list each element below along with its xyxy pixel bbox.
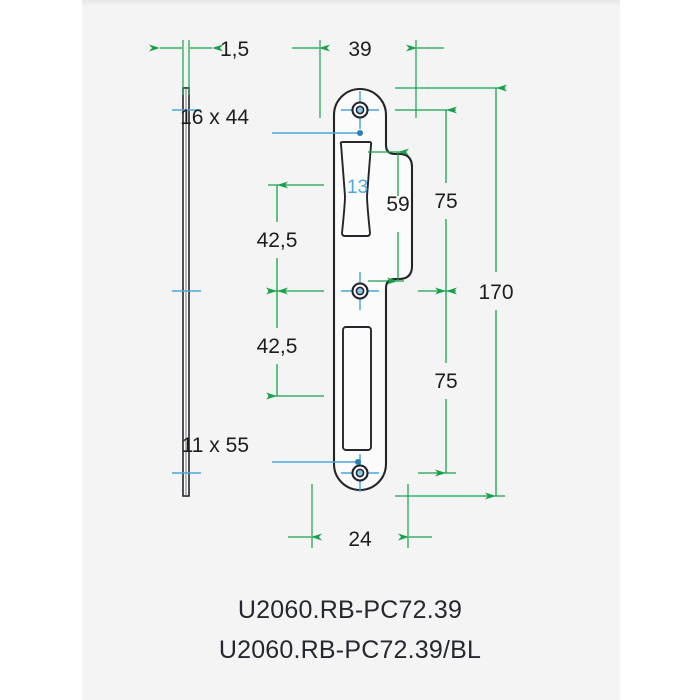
latch-window-dimension-59: 59	[368, 148, 410, 285]
screw-hole-middle	[341, 272, 379, 310]
latch-cutout-upper	[339, 141, 373, 237]
screw-hole-bottom	[341, 454, 379, 492]
thickness-dimension-label: 1,5	[220, 38, 249, 61]
screw-hole-top	[341, 91, 379, 129]
product-code-secondary: U2060.RB-PC72.39/BL	[218, 636, 482, 664]
total-height-dimension-170: 170	[395, 84, 514, 500]
callout-upper-cutout: 16 x 44	[180, 106, 363, 136]
width24-dimension-label: 24	[348, 528, 372, 551]
latch-width-label: 13	[347, 177, 368, 198]
screw-spacing-dimension-75-upper: 75	[395, 106, 458, 295]
bottom-width-dimension-24: 24	[288, 484, 432, 551]
hole-offset-dimension-42_5-upper: 42,5	[257, 181, 324, 295]
callout-11x55-label: 11 x 55	[182, 434, 249, 457]
screw-spacing-dimension-75-lower: 75	[418, 287, 458, 477]
dim75u-label: 75	[434, 190, 457, 213]
hole-offset-dimension-42_5-lower: 42,5	[257, 287, 324, 400]
callout-11x55-leader-dot	[355, 459, 361, 465]
width39-dimension-label: 39	[348, 38, 371, 61]
dim75l-label: 75	[434, 370, 457, 393]
width-dimension-39: 39	[292, 38, 444, 118]
callout-lower-cutout: 11 x 55	[182, 434, 361, 465]
callout-16x44-leader-dot	[357, 130, 363, 136]
dim170-label: 170	[478, 281, 513, 304]
callout-16x44-label: 16 x 44	[180, 106, 249, 129]
panel-top-shading	[82, 0, 620, 6]
product-code-primary: U2060.RB-PC72.39	[237, 596, 463, 624]
dim425l-label: 42,5	[257, 335, 298, 358]
latch-cutout-lower	[342, 326, 372, 451]
side-profile-view	[172, 87, 201, 497]
front-face-view: 13	[332, 87, 414, 492]
thickness-dimension-1_5: 1,5	[149, 38, 249, 95]
dim425u-label: 42,5	[257, 229, 298, 252]
side-screw-centerlines	[172, 109, 201, 474]
dim59-label: 59	[386, 193, 409, 216]
